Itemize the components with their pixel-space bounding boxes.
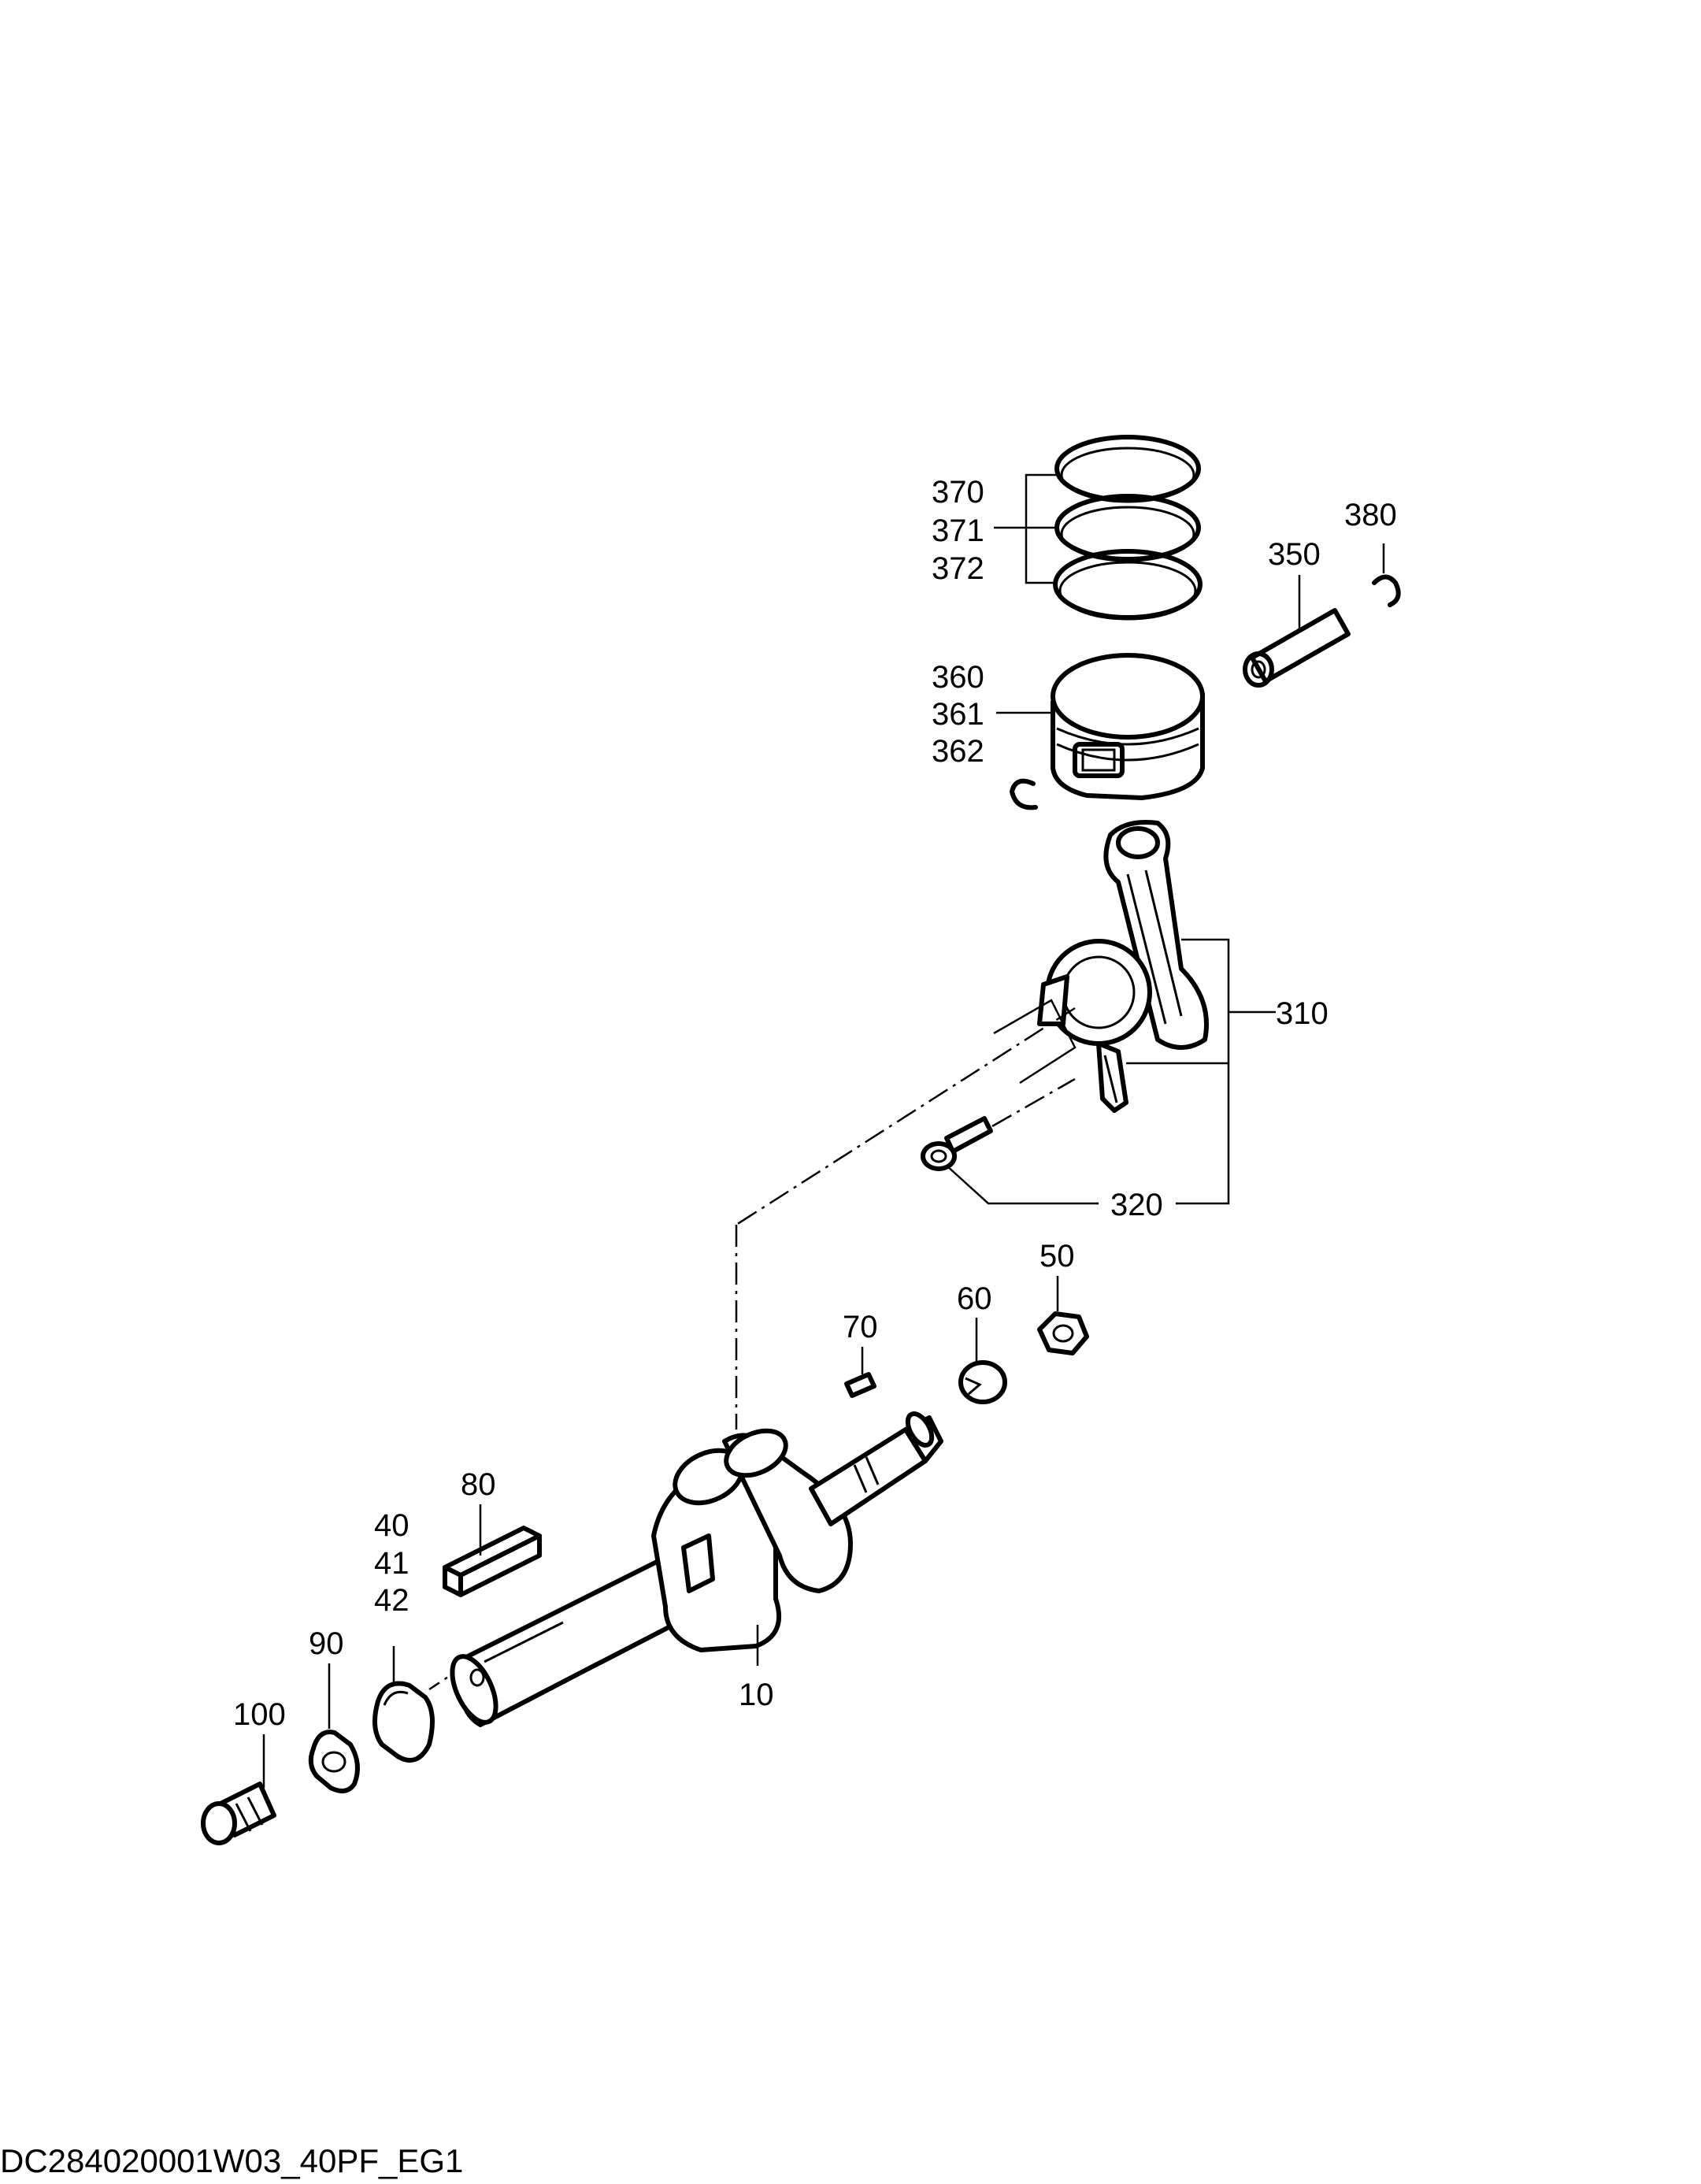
connecting-rod	[1037, 820, 1209, 1113]
key-70	[844, 1372, 876, 1398]
callout-350: 350	[1268, 537, 1321, 572]
plate-40	[372, 1681, 435, 1763]
piston-ring-set	[1053, 435, 1203, 621]
piston-pin	[1243, 608, 1351, 688]
callout-361: 361	[932, 697, 984, 732]
callout-360: 360	[932, 660, 984, 695]
rod-leaders	[1126, 938, 1276, 1205]
callout-labels: 370 371 372 380 350 360 361 362 310 320 …	[233, 475, 1397, 1732]
callout-320: 320	[1110, 1188, 1163, 1222]
callout-372: 372	[932, 551, 984, 586]
rod-bolt	[921, 1116, 993, 1171]
key-80	[443, 1526, 542, 1597]
callout-100: 100	[233, 1697, 286, 1732]
callout-40: 40	[374, 1508, 410, 1543]
circlip-380	[1372, 574, 1401, 607]
nut-50	[1037, 1311, 1089, 1355]
callout-371: 371	[932, 514, 984, 548]
callout-42: 42	[374, 1583, 410, 1618]
crankshaft	[450, 1411, 943, 1727]
washer-60	[958, 1360, 1007, 1404]
callout-90: 90	[309, 1626, 344, 1661]
callout-80: 80	[461, 1467, 496, 1502]
callout-362: 362	[932, 734, 984, 769]
callout-70: 70	[843, 1310, 878, 1344]
piston	[1051, 653, 1205, 800]
bolt-100	[201, 1782, 276, 1845]
ring-leaders	[994, 473, 1058, 584]
callout-310: 310	[1276, 996, 1329, 1031]
callout-380: 380	[1344, 498, 1397, 532]
callout-60: 60	[957, 1281, 992, 1316]
circlip-362	[1010, 778, 1038, 810]
bolt-leader	[946, 1165, 1099, 1205]
callout-10: 10	[739, 1678, 774, 1712]
callout-370: 370	[932, 475, 984, 510]
gear-90	[308, 1730, 360, 1793]
callout-41: 41	[374, 1546, 410, 1581]
callout-50: 50	[1040, 1239, 1075, 1274]
drawing-id: DC284020001W03_40PF_EG1	[0, 2142, 463, 2179]
